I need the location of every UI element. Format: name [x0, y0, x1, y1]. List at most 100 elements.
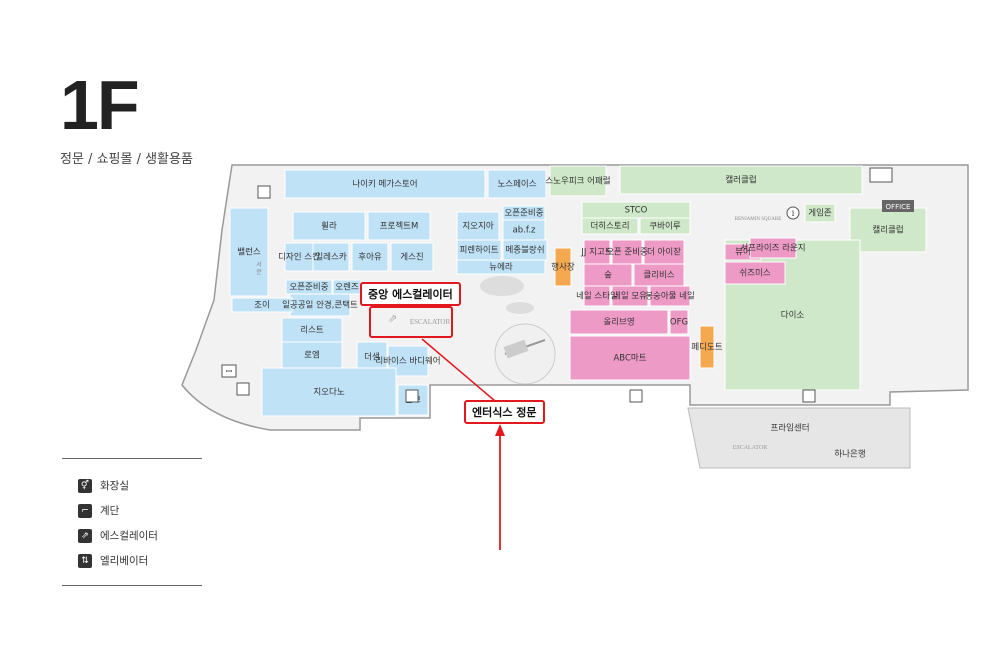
legend-stairs-label: 계단 [100, 505, 120, 517]
store-snowpeak [549, 165, 607, 197]
annex-prime-center: 프라임센터 [770, 423, 809, 434]
store-label-ilaeska: 일레스카 [315, 253, 346, 263]
store-label-prospecs: 프로젝트M [380, 221, 419, 232]
store-callaway2 [849, 207, 927, 253]
info-icon: i [786, 206, 800, 220]
store-label-thesam: 더샘 [364, 353, 380, 363]
store-label-pierrewhite: 피렌하이트 [459, 245, 498, 256]
store-thehistory [581, 217, 639, 235]
store-label-stco: STCO [625, 206, 648, 216]
store-thesam [356, 341, 388, 373]
store-label-surprise: 서프라이즈 라운지 [740, 243, 805, 254]
store-label-northface: 노스페이스 [497, 179, 536, 190]
store-label-abcmart: ABC마트 [613, 354, 646, 364]
legend-escalator: ⇗ 에스컬레이터 [62, 523, 202, 548]
store-list [281, 317, 343, 343]
central-plaza [494, 323, 556, 385]
store-designskin [284, 242, 314, 272]
elevator-icon-map-3 [802, 389, 816, 403]
store-jj [583, 239, 611, 265]
store-ilaeska [312, 242, 350, 272]
store-eventhall [554, 247, 572, 287]
legend-top-rule [62, 458, 202, 459]
callout-leader-line [421, 338, 496, 402]
store-abcmart [569, 335, 691, 381]
store-label-roem: 로엠 [304, 350, 320, 361]
escalator-text: ESCALATOR [410, 318, 451, 326]
elevator-icon-map-1 [236, 382, 250, 396]
legend: ⚥ 화장실 ⌐ 계단 ⇗ 에스컬레이터 ⇅ 엘리베이터 [62, 458, 202, 586]
store-label-rebise: 리바이스 바디웨어 [375, 356, 440, 367]
fountain-sculpture [480, 276, 524, 296]
benjamin-square-label: BENJAMIN SQUARE [735, 217, 782, 222]
store-label-nailstyle: 네일 스타일 [576, 292, 618, 302]
store-label-joy: 조이 [254, 300, 270, 311]
store-nailstyle [583, 285, 611, 307]
store-label-coovarroo: 쿠바이루 [649, 221, 680, 232]
legend-restroom-label: 화장실 [100, 480, 129, 492]
store-label-gamezone: 게임존 [808, 208, 832, 219]
store-balance [229, 207, 269, 297]
store-surprise [749, 237, 797, 259]
store-northface [487, 169, 547, 199]
store-label-gesijin: 게스진 [400, 252, 423, 263]
store-label-newera: 뉴에라 [489, 263, 513, 273]
legend-stairs: ⌐ 계단 [62, 498, 202, 523]
store-label-openjunbi2: 오픈준비중 [289, 283, 328, 293]
floor-subtitle: 정문 / 쇼핑몰 / 생활용품 [60, 152, 193, 167]
store-label-iljung: 일공공일 안경,콘택트 [282, 300, 358, 311]
store-label-oliveyoung: 올리브영 [603, 317, 634, 328]
svg-text:ꟷ: ꟷ [226, 367, 233, 376]
store-roem [281, 341, 343, 369]
store-label-callaway: 캘러클럽 [725, 175, 756, 186]
elevator-icon: ⇅ [78, 553, 92, 568]
store-shiseido [724, 261, 786, 285]
annex-escalator-label: ESCALATOR [733, 445, 768, 451]
legend-escalator-label: 에스컬레이터 [100, 530, 158, 542]
center-escalator-box [369, 306, 453, 338]
store-label-designskin: 디자인 스킨 [278, 252, 320, 263]
annex-hana-bank: 하나은행 [834, 449, 865, 460]
restroom-icon: ⚥ [78, 478, 92, 493]
store-label-eventhall: 행사장 [551, 262, 575, 273]
store-label-nike: 나이키 메가스토어 [352, 179, 417, 190]
entrance-arrow-head [495, 424, 505, 436]
store-label-thehistory: 더히스토리 [590, 221, 629, 232]
store-label-olenz: 오렌즈 [335, 282, 359, 293]
store-label-abfz: ab.f.z [513, 226, 536, 236]
store-label-giordano: 지오지아 [462, 221, 493, 232]
store-label-callaway2: 캘리클럽 [872, 225, 903, 236]
store-nike [284, 169, 486, 199]
center-escalator-callout: 중앙 에스컬레이터 [360, 282, 461, 306]
store-label-openjunbi3: 오픈 준비중 [606, 248, 648, 258]
escalator-icon: ⇗ [78, 528, 92, 543]
escalator-icon: ⇗ [388, 312, 397, 325]
office-label: OFFICE [886, 203, 911, 211]
store-label-view: 뷰어 [735, 247, 751, 258]
store-label-shiseido: 쉬즈미스 [739, 269, 770, 279]
legend-elevator: ⇅ 엘리베이터 [62, 548, 202, 573]
store-label-snowpeak: 스노우피크 어패럴 [545, 176, 610, 187]
store-label-huyu: 후아유 [358, 252, 382, 263]
store-nailmoyu [611, 285, 649, 307]
store-gesijin [390, 242, 434, 272]
store-label-pedicure: 페디도트 [691, 342, 722, 353]
store-giordano [456, 211, 500, 241]
legend-bottom-rule [62, 585, 202, 586]
store-newera [456, 259, 546, 275]
store-label-daiso: 다이소 [781, 310, 805, 321]
store-label-mejeung: 메종블랑쉬 [505, 245, 544, 256]
elevator-icon-map-4 [257, 185, 271, 199]
legend-restroom: ⚥ 화장실 [62, 473, 202, 498]
store-giordano2 [261, 367, 397, 417]
store-coovarroo [639, 217, 691, 235]
store-ofg [669, 309, 689, 335]
legend-elevator-label: 엘리베이터 [100, 555, 149, 567]
store-label-soup: 숲 [604, 271, 612, 281]
store-theaijang [643, 239, 685, 265]
store-label-bongsunga: 봉숭아물 네일 [645, 291, 695, 302]
store-label-balance: 밸런스 [237, 247, 261, 258]
store-bongsunga [649, 285, 691, 307]
office-box [882, 200, 914, 212]
